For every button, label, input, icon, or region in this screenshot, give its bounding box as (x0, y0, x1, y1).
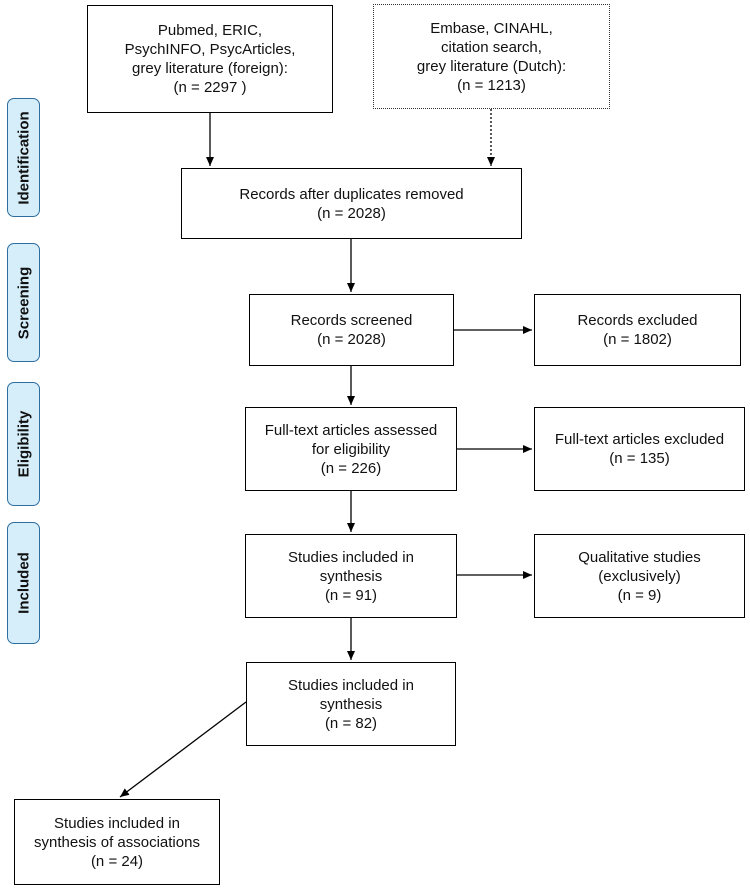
box-line: (n = 226) (320, 459, 382, 477)
box-line: synthesis of associations (34, 833, 200, 851)
box-databases-foreign: Pubmed, ERIC, PsychINFO, PsycArticles, g… (87, 5, 333, 113)
box-line: synthesis (319, 567, 383, 585)
box-line: grey literature (foreign): (132, 60, 288, 77)
box-duplicates-removed: Records after duplicates removed (n = 20… (181, 168, 522, 239)
stage-identification: Identification (7, 98, 40, 217)
box-line: Studies included in (288, 548, 414, 566)
box-line: (exclusively) (598, 567, 681, 585)
stage-eligibility: Eligibility (7, 382, 40, 506)
box-line: (n = 135) (609, 450, 670, 467)
box-line: PsychINFO, PsycArticles, (124, 41, 296, 58)
stage-included-label: Included (15, 552, 32, 614)
arrow-included-82-to-associations (119, 701, 247, 798)
box-studies-associations: Studies included in synthesis of associa… (14, 799, 220, 885)
box-qualitative-studies: Qualitative studies (exclusively) (n = 9… (534, 534, 745, 618)
box-line: (n = 82) (324, 714, 378, 732)
box-line: (n = 9) (617, 586, 662, 604)
box-fulltext-assessed: Full-text articles assessed for eligibil… (245, 407, 457, 491)
box-line: (n = 2028) (317, 204, 386, 222)
stage-screening-label: Screening (15, 266, 32, 339)
box-line: Full-text articles assessed (264, 421, 438, 439)
box-studies-included-91: Studies included in synthesis (n = 91) (245, 534, 457, 618)
box-line: citation search, (441, 38, 542, 56)
box-line: (n = 2028) (317, 331, 386, 348)
box-line: Records screened (290, 312, 413, 329)
box-fulltext-excluded: Full-text articles excluded (n = 135) (534, 407, 745, 491)
box-line: (n = 1802) (603, 331, 672, 348)
box-databases-dutch: Embase, CINAHL, citation search, grey li… (373, 4, 610, 109)
box-line: (n = 91) (324, 586, 378, 604)
box-line: synthesis (319, 695, 383, 713)
box-line: Records after duplicates removed (239, 185, 464, 203)
box-records-excluded: Records excluded (n = 1802) (534, 294, 741, 366)
box-line: for eligibility (311, 440, 391, 458)
box-line: Pubmed, ERIC, (157, 22, 263, 39)
box-line: Embase, CINAHL, (430, 19, 553, 37)
stage-eligibility-label: Eligibility (15, 410, 32, 478)
box-line: (n = 2297 ) (173, 79, 247, 96)
box-line: Studies included in (288, 676, 414, 694)
box-records-screened: Records screened (n = 2028) (249, 294, 454, 366)
box-line: Records excluded (577, 312, 698, 329)
box-line: (n = 24) (90, 852, 144, 870)
stage-included: Included (7, 522, 40, 644)
box-line: (n = 1213) (457, 76, 526, 94)
stage-screening: Screening (7, 243, 40, 362)
stage-identification-label: Identification (15, 110, 32, 205)
box-line: Qualitative studies (578, 548, 701, 566)
box-line: Full-text articles excluded (554, 431, 725, 448)
box-studies-included-82: Studies included in synthesis (n = 82) (246, 662, 456, 746)
box-line: Studies included in (54, 814, 180, 832)
box-line: grey literature (Dutch): (416, 57, 567, 75)
